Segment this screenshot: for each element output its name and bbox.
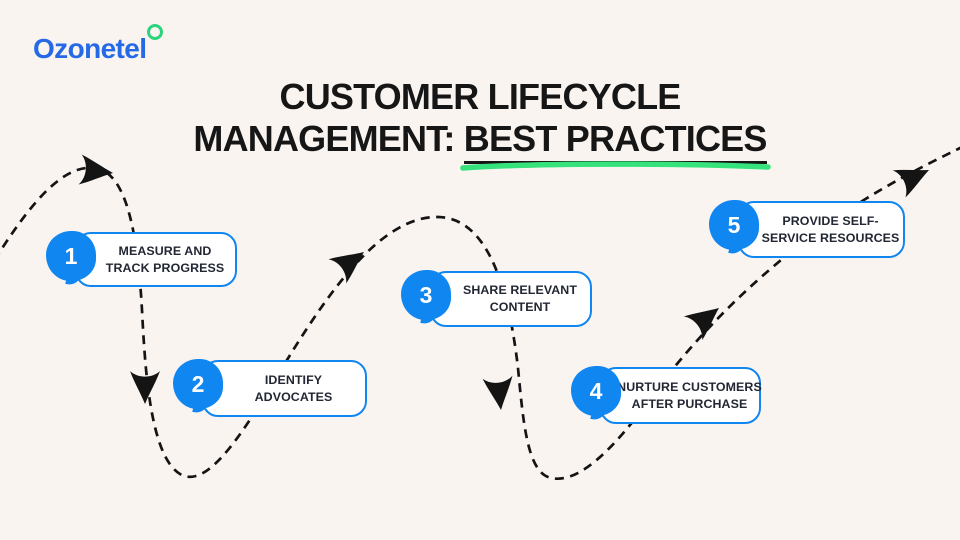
step-number: 4 [589,377,603,404]
step-label-line: PROVIDE SELF- [782,213,879,228]
arrowhead-icon [683,308,719,341]
title-line-2: MANAGEMENT: BEST PRACTICES [0,118,960,171]
step-3-label: SHARE RELEVANT CONTENT [430,271,592,327]
step-4-number-badge: 4 [571,366,621,416]
step-1-label: MEASURE AND TRACK PROGRESS [75,232,237,287]
step-label-line: NURTURE CUSTOMERS [617,379,762,394]
arrowhead-icon [78,154,113,185]
step-number: 1 [64,242,78,269]
step-label-line: TRACK PROGRESS [105,260,225,275]
step-label-line: SERVICE RESOURCES [761,230,900,245]
title-line-1: CUSTOMER LIFECYCLE [279,76,682,117]
arrowhead-icon [482,375,513,410]
step-number: 2 [191,370,205,397]
arrowhead-icon [130,371,160,404]
title-line-2-prefix: MANAGEMENT: [193,118,464,159]
logo-text: Ozonetel [33,33,147,64]
step-label-line: CONTENT [489,300,551,314]
step-label-line: AFTER PURCHASE [631,396,748,411]
title-highlight: BEST PRACTICES [459,118,771,171]
step-2-number-badge: 2 [173,359,223,409]
step-1: 1 MEASURE AND TRACK PROGRESS [46,231,237,287]
step-2-label: IDENTIFY ADVOCATES [202,360,367,417]
step-5-number-badge: 5 [709,200,759,250]
step-3: 3 SHARE RELEVANT CONTENT [401,270,592,327]
step-1-number-badge: 1 [46,231,96,281]
step-3-number-badge: 3 [401,270,451,320]
dashed-curve [0,146,960,480]
step-label-line: IDENTIFY [264,372,323,387]
arrowhead-icon [892,169,929,198]
step-label-line: SHARE RELEVANT [462,283,578,297]
step-5: 5 PROVIDE SELF- SERVICE RESOURCES [709,200,905,258]
green-underline-icon [459,161,771,171]
step-number: 5 [727,211,741,238]
step-2: 2 IDENTIFY ADVOCATES [173,359,367,417]
title-highlight-text: BEST PRACTICES [463,118,768,159]
step-4-label: NURTURE CUSTOMERS AFTER PURCHASE [600,367,762,424]
step-5-label: PROVIDE SELF- SERVICE RESOURCES [738,201,905,258]
step-number: 3 [419,281,433,308]
step-label-line: MEASURE AND [118,243,212,258]
page-title: CUSTOMER LIFECYCLE MANAGEMENT: BEST PRAC… [0,76,960,171]
logo-ring-icon [147,24,164,40]
logo: Ozonetel [33,24,164,65]
arrowhead-icon [328,252,364,284]
step-4: 4 NURTURE CUSTOMERS AFTER PURCHASE [571,366,762,424]
step-label-line: ADVOCATES [254,389,333,404]
